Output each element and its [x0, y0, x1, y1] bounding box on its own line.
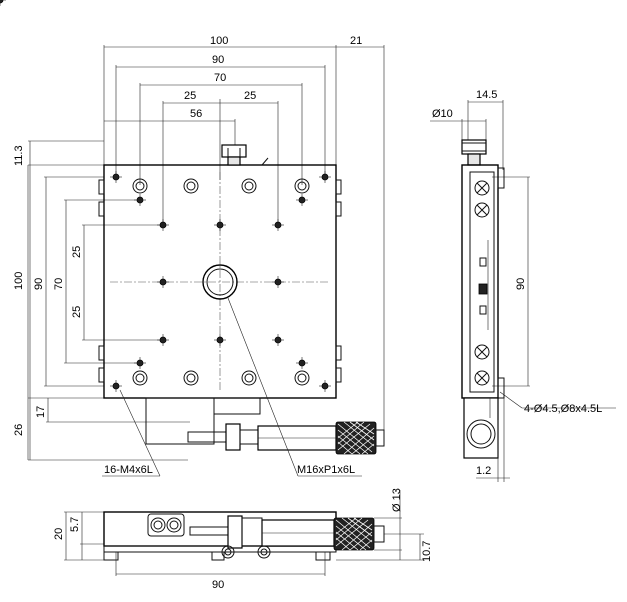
- dim-100-top: 100: [210, 35, 228, 47]
- dim-100-left: 100: [13, 272, 25, 290]
- dim-5-7: 5.7: [69, 517, 81, 532]
- dim-1-2: 1.2: [476, 465, 491, 477]
- dim-90-bottom: 90: [212, 579, 224, 591]
- dim-10-7: 10.7: [421, 541, 433, 562]
- dim-25-upper: 25: [71, 246, 83, 258]
- counterbore-holes: [132, 178, 310, 386]
- dim-90-left: 90: [33, 278, 45, 290]
- callout-m16: M16xP1x6L: [297, 464, 355, 476]
- dim-11-3: 11.3: [13, 145, 25, 166]
- callout-16-m4: 16-M4x6L: [104, 464, 153, 476]
- dim-25-right: 25: [244, 90, 256, 102]
- knurl-front: [335, 517, 373, 551]
- dim-70-left: 70: [53, 278, 65, 290]
- dim-56: 56: [190, 108, 202, 120]
- dim-dia13: Ø 13: [391, 488, 403, 512]
- top-view: 100 21 90 70 25 25 56 11.3 100: [0, 0, 385, 477]
- dim-26: 26: [13, 424, 25, 436]
- side-screws: [474, 180, 490, 386]
- dim-17: 17: [35, 406, 47, 418]
- side-view: 14.5 Ø10 90: [430, 89, 616, 482]
- knurl-top: [337, 421, 375, 455]
- front-view: 20 5.7 Ø 13: [53, 488, 433, 591]
- dim-14-5: 14.5: [476, 89, 497, 101]
- dim-20: 20: [53, 528, 65, 540]
- tapped-holes: [0, 0, 332, 393]
- dim-dia10: Ø10: [432, 108, 453, 120]
- dim-21: 21: [350, 35, 362, 47]
- dim-25-lower: 25: [71, 306, 83, 318]
- dim-90-top: 90: [212, 54, 224, 66]
- callout-mount-holes: 4-Ø4.5,Ø8x4.5L: [524, 403, 602, 415]
- dim-90-side: 90: [515, 278, 527, 290]
- dim-70-top: 70: [214, 72, 226, 84]
- dim-25-left: 25: [184, 90, 196, 102]
